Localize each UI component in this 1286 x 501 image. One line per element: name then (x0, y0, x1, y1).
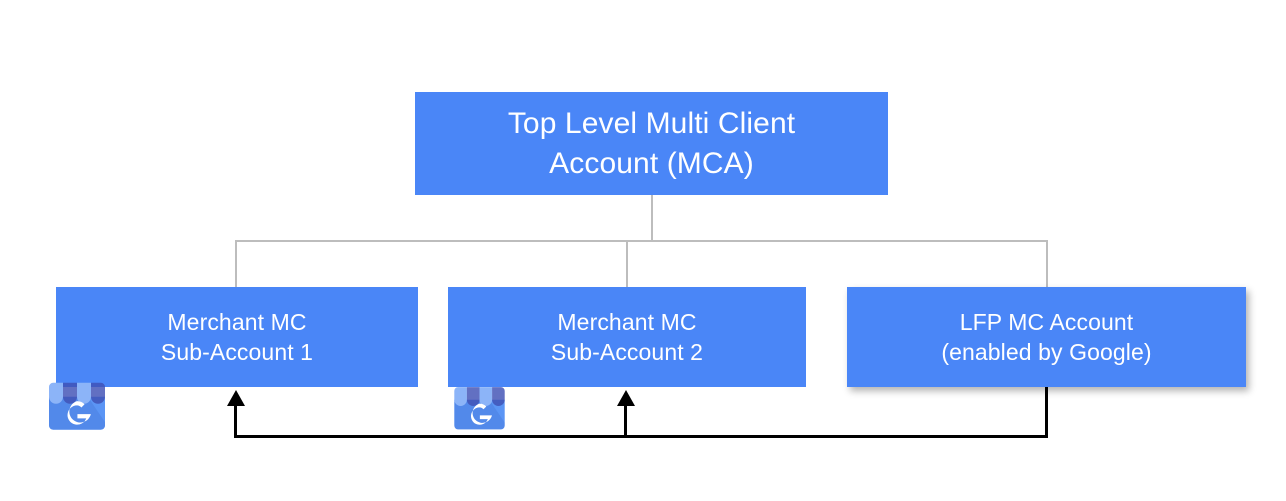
feedback-wire-riser-sub1 (234, 404, 237, 438)
node-merchant-sub-account-2[interactable]: Merchant MC Sub-Account 2 (448, 287, 806, 387)
node-merchant-sub-account-1[interactable]: Merchant MC Sub-Account 1 (56, 287, 418, 387)
connector-drop-sub1 (235, 240, 237, 288)
node-top-level-mca-label: Top Level Multi Client Account (MCA) (507, 106, 796, 180)
feedback-wire-from-lfp (1045, 387, 1048, 438)
node-lfp-mc-account[interactable]: LFP MC Account (enabled by Google) (847, 287, 1246, 387)
node-merchant-sub-account-2-label: Merchant MC Sub-Account 2 (550, 308, 704, 365)
google-business-profile-icon (49, 382, 105, 430)
connector-drop-sub2 (626, 240, 628, 288)
feedback-wire-baseline (234, 435, 1048, 438)
node-lfp-mc-account-label: LFP MC Account (enabled by Google) (941, 308, 1152, 365)
google-business-profile-icon (454, 387, 505, 430)
arrowhead-into-sub2-icon (617, 390, 635, 406)
connector-top-stub (651, 195, 653, 242)
feedback-wire-riser-sub2 (624, 404, 627, 438)
node-merchant-sub-account-1-label: Merchant MC Sub-Account 1 (160, 308, 314, 365)
connector-horizontal-bar (235, 240, 1048, 242)
arrowhead-into-sub1-icon (227, 390, 245, 406)
connector-drop-lfp (1046, 240, 1048, 288)
node-top-level-mca[interactable]: Top Level Multi Client Account (MCA) (415, 92, 888, 195)
